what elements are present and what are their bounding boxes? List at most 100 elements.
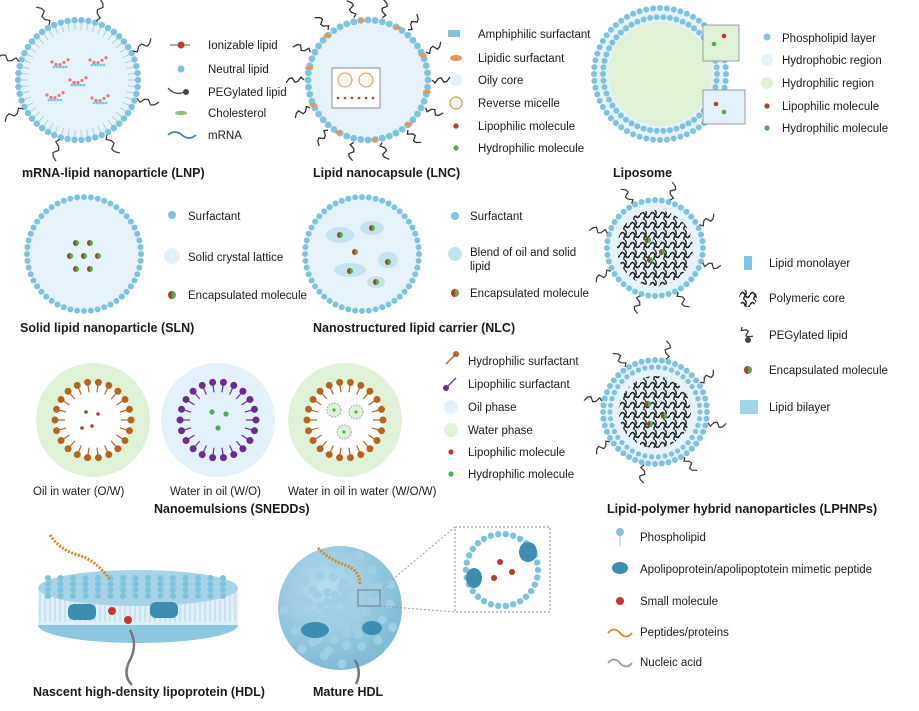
lnc-lipophilic-dot — [365, 97, 368, 100]
peg-chain — [640, 465, 645, 483]
lipid-head — [350, 135, 357, 142]
hdl-sphere-head — [323, 588, 332, 597]
lipid-head — [425, 77, 432, 84]
lnp-mrna-complex — [59, 66, 62, 69]
lipid-head — [21, 50, 27, 56]
ne-wow — [288, 363, 402, 477]
lipid-head — [684, 368, 690, 374]
lipid-head — [306, 231, 312, 237]
lipid-head — [357, 136, 364, 143]
lipid-head — [647, 15, 653, 21]
ne-ow-head — [121, 437, 128, 444]
lipid-head — [488, 601, 494, 607]
ne-ow-head — [114, 445, 121, 452]
lipid-head — [366, 194, 372, 200]
ne-wow-head — [366, 445, 373, 452]
pegylated-lipid-icon — [183, 89, 189, 95]
ne-wo-head — [199, 451, 206, 458]
peg-chain — [286, 77, 304, 83]
lnp-mrna-complex — [103, 64, 106, 67]
lipid-head — [119, 294, 125, 300]
lipid-head — [645, 197, 651, 203]
lipid-head — [634, 123, 640, 129]
lipid-head — [49, 298, 55, 304]
lipid-head — [503, 603, 509, 609]
lipid-head — [321, 208, 327, 214]
lipid-head — [632, 289, 638, 295]
lipid-head — [672, 201, 678, 207]
hdl-sphere-head — [292, 609, 301, 618]
hdl-disc-head — [83, 593, 89, 599]
peptides-proteins-icon — [608, 630, 632, 637]
lipid-head — [618, 30, 624, 36]
lipid-head — [138, 251, 144, 257]
hdl-disc-head — [95, 587, 101, 593]
ne-caption-wow: Water in oil in water (W/O/W) — [288, 486, 436, 498]
lipid-head — [600, 38, 606, 44]
hdl-sphere-head — [298, 595, 307, 604]
lipid-head — [125, 44, 131, 50]
lipid-head — [689, 446, 695, 452]
lipid-head — [702, 422, 708, 428]
hdl-nascent-disc — [38, 535, 238, 685]
ne-wo-hydrophilic — [215, 425, 220, 430]
hdl-sphere-head — [337, 659, 346, 668]
ne-ow-head — [95, 454, 102, 461]
lipid-head — [688, 214, 694, 220]
lipid-head — [343, 20, 350, 27]
hdl-disc-head — [95, 593, 101, 599]
sln-particle — [24, 194, 144, 314]
peg-chain — [597, 441, 610, 454]
hdl-sphere-head — [297, 645, 306, 654]
hdl-disc-head — [195, 593, 201, 599]
ne-ow-head — [114, 388, 121, 395]
lipid-head — [609, 102, 615, 108]
lipid-head — [345, 306, 351, 312]
lipid-head — [675, 448, 680, 453]
lipid-head — [409, 277, 415, 283]
hdl-sphere-head — [288, 588, 297, 597]
amphiphilic-surfactant-icon — [448, 30, 460, 37]
peg-chain — [621, 189, 633, 204]
lipid-head — [409, 225, 415, 231]
hdl-disc-head — [195, 581, 201, 587]
ne-wow-head — [378, 427, 385, 434]
peg-chain — [596, 270, 611, 282]
lipid-head — [696, 18, 702, 24]
lnc-lipophilic-dot — [372, 97, 375, 100]
sln-title: Solid lipid nanoparticle (SLN) — [20, 321, 194, 335]
lipid-head — [528, 588, 534, 594]
lnp-particle — [0, 0, 159, 161]
peg-chain — [700, 370, 713, 383]
lipid-head — [61, 304, 67, 310]
lipid-head — [696, 30, 702, 36]
lipid-head — [608, 115, 614, 121]
lipid-head — [592, 85, 598, 91]
hdl-disc-head — [145, 575, 151, 581]
lipid-head — [693, 390, 698, 395]
lipid-head — [632, 201, 638, 207]
lipid-head — [399, 126, 406, 133]
ne-wo-head — [209, 454, 216, 461]
surfactant-icon — [168, 211, 176, 219]
lipid-head — [690, 14, 696, 20]
lipid-head — [373, 306, 379, 312]
hdl-sphere-head — [342, 629, 351, 638]
lnp-mrna-complex — [96, 102, 99, 105]
lipid-head — [305, 69, 312, 76]
phospholipid-icon — [616, 528, 624, 536]
lipid-head — [321, 294, 327, 300]
lipid-head — [414, 111, 421, 118]
lnp-mrna-complex — [84, 76, 87, 79]
lipid-head — [697, 403, 702, 408]
lipid-head — [700, 252, 706, 258]
lipid-head — [654, 14, 660, 20]
hdl-legend-phospholipid: Phospholipid — [640, 532, 706, 545]
lipid-head — [416, 251, 422, 257]
lipid-head — [15, 70, 21, 76]
pegylated-lipid-icon — [168, 88, 185, 93]
hdl-disc-head — [120, 587, 126, 593]
ne-wow-head — [310, 396, 317, 403]
lipid-head — [128, 219, 134, 225]
lnp-mrna-complex — [80, 84, 83, 87]
